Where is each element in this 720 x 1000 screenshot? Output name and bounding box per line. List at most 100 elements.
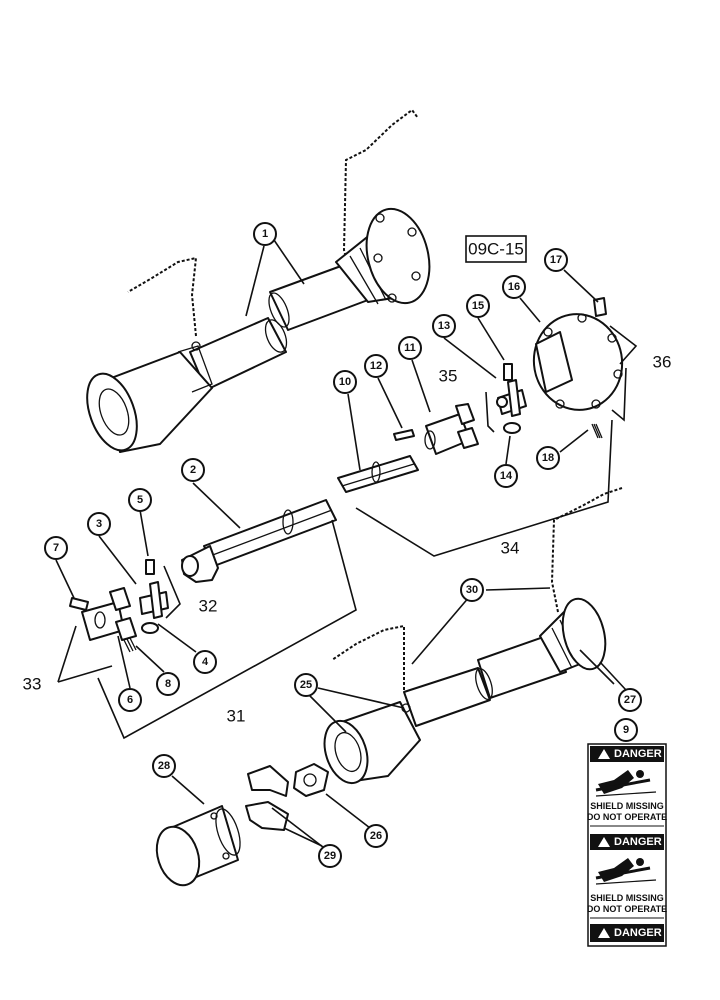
- svg-text:30: 30: [466, 584, 478, 596]
- callout-1: 1: [253, 222, 277, 246]
- group-number-36: 36: [653, 353, 672, 372]
- svg-text:8: 8: [165, 678, 171, 690]
- callout-6: 6: [118, 688, 142, 712]
- shield-missing-1: SHIELD MISSING: [590, 801, 664, 811]
- bracket-34: [355, 419, 613, 557]
- flange-yoke-assembly: [532, 297, 638, 439]
- pin-7: [69, 597, 89, 611]
- callout-12: 12: [364, 354, 388, 378]
- reference-label: 09C-15: [465, 235, 527, 263]
- group-numbers: 31 32 33 34 35 36: [23, 353, 672, 726]
- callouts: 1 2 3 4 5 6 7 8 9 10 11 12 13 14 15 16 1…: [44, 222, 642, 868]
- lower-flange: [561, 597, 607, 671]
- bearing-half-lower-29: [245, 801, 289, 831]
- upper-driveshaft-assembly: [86, 108, 431, 453]
- lower-inner-tube: [477, 633, 567, 699]
- shield-missing-2: SHIELD MISSING: [590, 893, 664, 903]
- svg-text:6: 6: [127, 694, 133, 706]
- svg-text:3: 3: [96, 518, 102, 530]
- callout-25: 25: [294, 673, 318, 697]
- danger-label-3: DANGER: [614, 927, 662, 939]
- cross-bearing-assembly-32: [139, 559, 181, 634]
- callout-10: 10: [333, 370, 357, 394]
- svg-text:10: 10: [339, 376, 351, 388]
- warning-triangle-icon: [598, 928, 610, 938]
- svg-text:25: 25: [300, 679, 312, 691]
- svg-text:29: 29: [324, 850, 336, 862]
- svg-text:17: 17: [550, 254, 562, 266]
- svg-text:14: 14: [500, 470, 513, 482]
- callout-16: 16: [502, 275, 526, 299]
- group-number-34: 34: [501, 539, 520, 558]
- snap-ring-4: [141, 622, 159, 634]
- svg-text:28: 28: [158, 760, 170, 772]
- leader-lines: [55, 239, 627, 855]
- entanglement-pictogram-icon: [595, 858, 657, 885]
- callout-28: 28: [152, 754, 176, 778]
- spring-8: [123, 637, 137, 653]
- danger-decal: DANGER SHIELD MISSING DO NOT OPERATE DAN…: [587, 743, 667, 947]
- callout-2: 2: [181, 458, 205, 482]
- svg-text:27: 27: [624, 694, 636, 706]
- group-number-35: 35: [439, 367, 458, 386]
- do-not-operate-1: DO NOT OPERATE: [587, 812, 667, 822]
- svg-text:12: 12: [370, 360, 382, 372]
- group-number-31: 31: [227, 707, 246, 726]
- grease-fitting-15: [503, 363, 513, 381]
- bearing-shield-group: [155, 763, 329, 887]
- callout-8: 8: [156, 672, 180, 696]
- svg-text:13: 13: [438, 320, 450, 332]
- bearing-ring-26: [293, 763, 329, 797]
- svg-text:2: 2: [190, 464, 196, 476]
- bracket-31: [97, 519, 357, 740]
- callout-4: 4: [193, 650, 217, 674]
- callout-15: 15: [466, 294, 490, 318]
- svg-text:7: 7: [53, 542, 59, 554]
- bracket-36: [609, 325, 638, 422]
- danger-label-2: DANGER: [614, 836, 662, 848]
- callout-5: 5: [128, 488, 152, 512]
- danger-label-1: DANGER: [614, 748, 662, 760]
- svg-text:4: 4: [202, 656, 209, 668]
- callout-17: 17: [544, 248, 568, 272]
- outer-shaft-group: [97, 499, 357, 740]
- inner-yoke-group: [337, 403, 613, 557]
- snap-ring-14: [503, 422, 521, 434]
- svg-text:26: 26: [370, 830, 382, 842]
- upper-left-chain: [127, 256, 198, 337]
- callout-29: 29: [318, 844, 342, 868]
- outer-yoke-group: [69, 587, 137, 653]
- warning-triangle-icon: [598, 837, 610, 847]
- lower-left-chain: [331, 624, 405, 690]
- inner-shaft-10: [337, 455, 419, 493]
- group-number-33: 33: [23, 675, 42, 694]
- svg-text:5: 5: [137, 494, 143, 506]
- callout-13: 13: [432, 314, 456, 338]
- svg-text:15: 15: [472, 300, 484, 312]
- cross-bearing-assembly-35: [485, 363, 527, 434]
- svg-text:1: 1: [262, 228, 268, 240]
- callout-27: 27: [618, 688, 642, 712]
- warning-triangle-icon: [598, 749, 610, 759]
- callout-9: 9: [614, 718, 638, 742]
- do-not-operate-2: DO NOT OPERATE: [587, 904, 667, 914]
- spring-pin-18: [591, 423, 603, 439]
- lower-driveshaft-assembly: [323, 487, 623, 785]
- group-number-32: 32: [199, 597, 218, 616]
- reference-text: 09C-15: [468, 240, 524, 259]
- grease-fitting-5: [145, 559, 155, 575]
- roll-pin-12: [393, 429, 415, 441]
- callout-11: 11: [398, 336, 422, 360]
- lower-outer-tube: [403, 667, 491, 727]
- callout-14: 14: [494, 464, 518, 488]
- svg-text:18: 18: [542, 452, 554, 464]
- grease-fitting-17: [593, 297, 607, 317]
- callout-30: 30: [460, 578, 484, 602]
- svg-text:9: 9: [623, 724, 629, 736]
- bearing-half-upper-29: [247, 765, 289, 797]
- lower-right-chain: [550, 487, 623, 613]
- callout-26: 26: [364, 824, 388, 848]
- entanglement-pictogram-icon: [595, 770, 657, 797]
- upper-right-chain: [342, 108, 419, 281]
